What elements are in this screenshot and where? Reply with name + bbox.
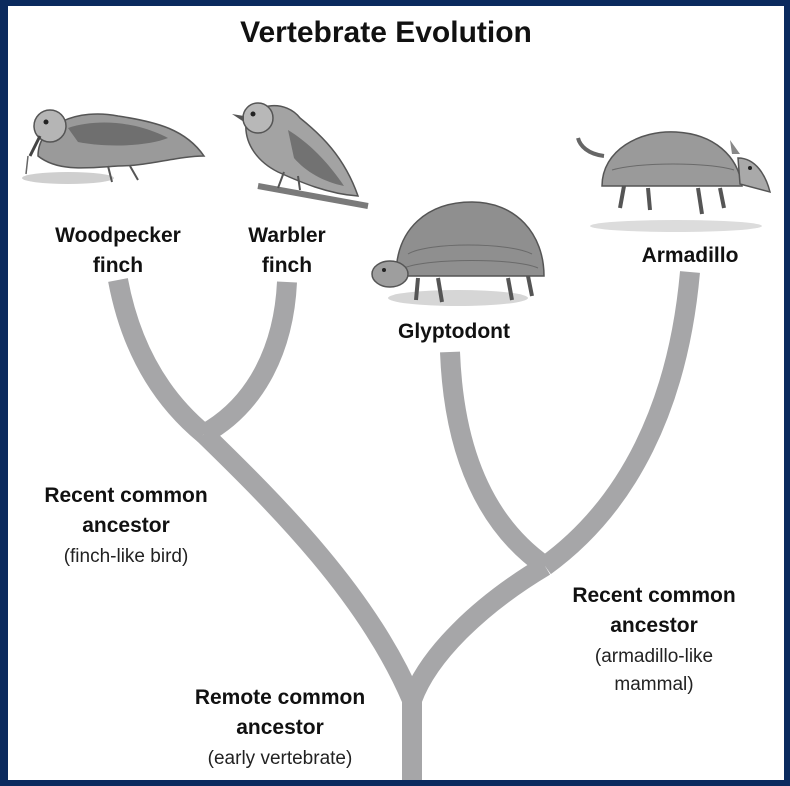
label-armadillo-ancestor-line1: Recent common xyxy=(572,584,735,607)
glyptodont-illustration xyxy=(372,202,544,306)
branch-warbler-finch xyxy=(204,282,287,434)
label-woodpecker-finch-line1: Woodpecker xyxy=(55,224,181,247)
evolution-tree-svg: Vertebrate Evolution xyxy=(8,6,784,780)
label-armadillo-ancestor-line2: ancestor xyxy=(610,614,698,637)
label-armadillo: Armadillo xyxy=(642,244,739,267)
label-warbler-finch-line2: finch xyxy=(262,254,312,277)
branch-finch-ancestor-to-root xyxy=(204,434,412,700)
diagram-title: Vertebrate Evolution xyxy=(240,16,532,49)
label-woodpecker-finch-line2: finch xyxy=(93,254,143,277)
label-remote-ancestor-note: (early vertebrate) xyxy=(208,748,353,769)
label-finch-ancestor-line2: ancestor xyxy=(82,514,170,537)
label-finch-ancestor-note: (finch-like bird) xyxy=(64,546,189,567)
branch-armadillo xyxy=(545,272,690,566)
label-glyptodont: Glyptodont xyxy=(398,320,510,343)
label-armadillo-ancestor-note1: (armadillo-like xyxy=(595,646,713,667)
label-remote-ancestor-line1: Remote common xyxy=(195,686,365,709)
branch-armadillo-ancestor-to-root xyxy=(412,566,545,700)
label-finch-ancestor-line1: Recent common xyxy=(44,484,207,507)
label-remote-ancestor-line2: ancestor xyxy=(236,716,324,739)
armadillo-illustration xyxy=(578,132,770,232)
label-warbler-finch-line1: Warbler xyxy=(248,224,325,247)
label-armadillo-ancestor-note2: mammal) xyxy=(614,674,693,695)
warbler-finch-illustration xyxy=(232,103,368,206)
branch-woodpecker-finch xyxy=(118,280,204,434)
diagram-panel: Vertebrate Evolution xyxy=(8,6,784,780)
woodpecker-finch-illustration xyxy=(22,110,204,184)
branch-glyptodont xyxy=(450,352,545,566)
